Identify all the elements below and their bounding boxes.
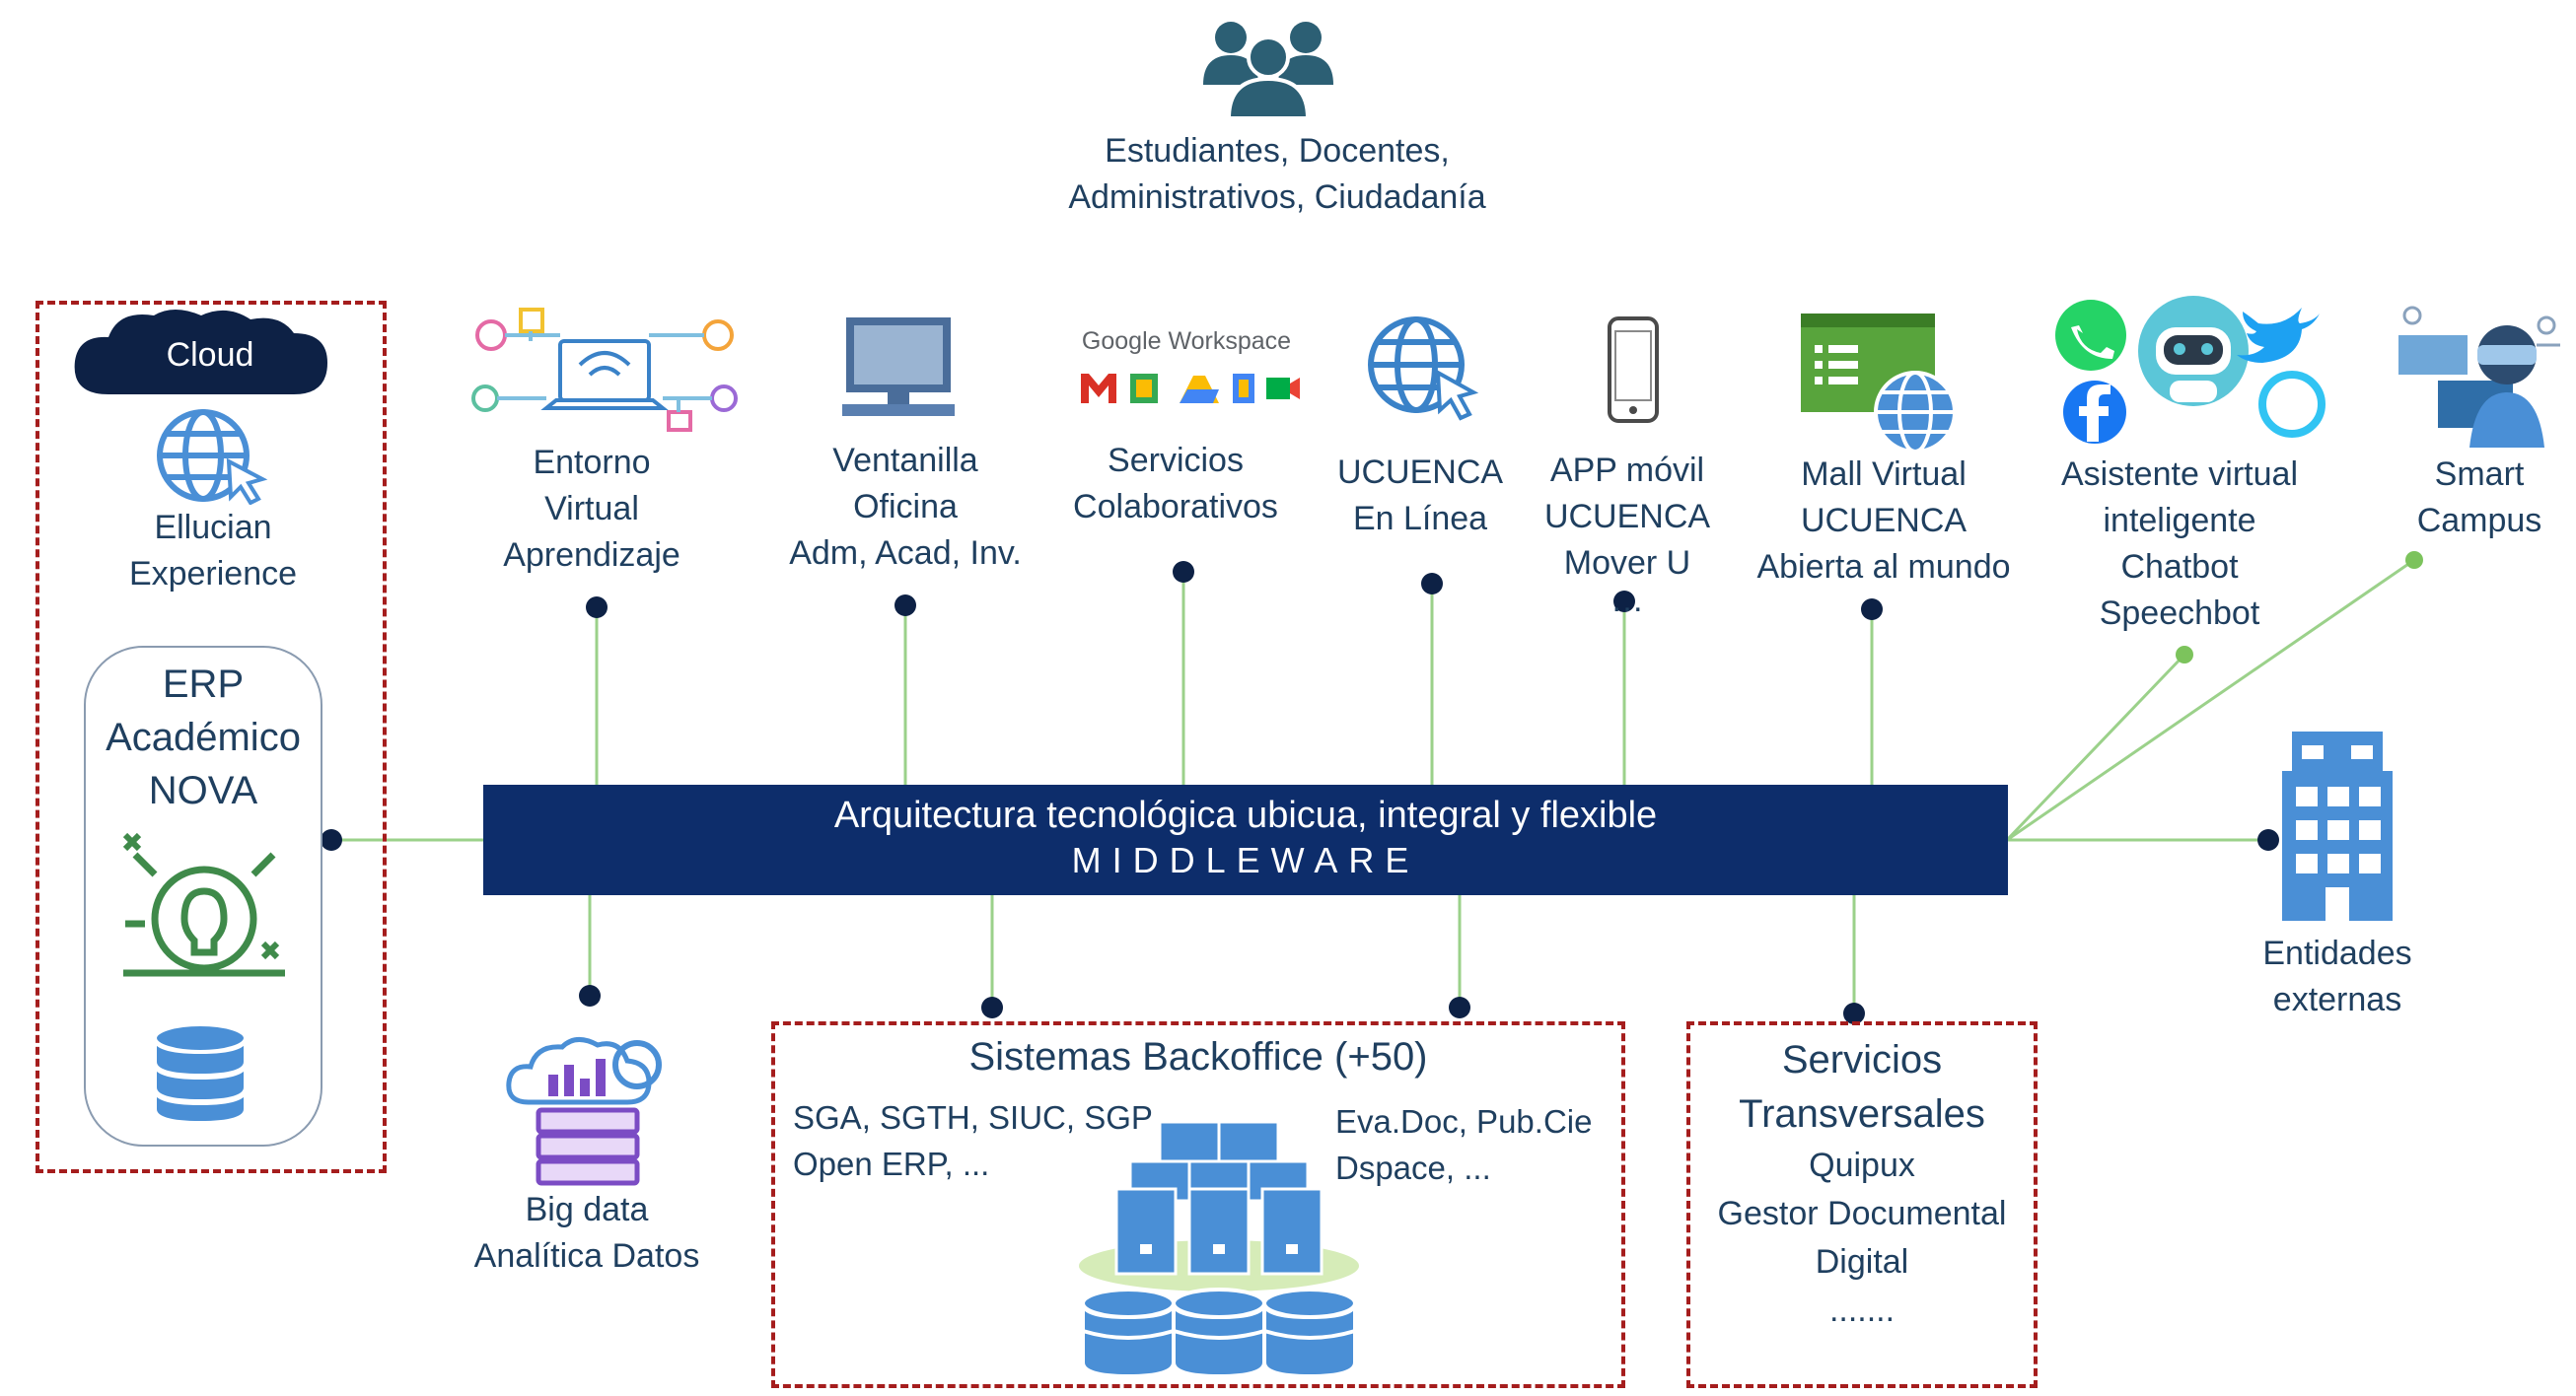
browser-globe-icon: [1801, 314, 1957, 452]
desktop-computer-icon: [842, 317, 955, 416]
network-laptop-icon: [471, 308, 738, 432]
smartphone-icon: [1608, 316, 1659, 423]
servers-databases-icon: [1079, 1120, 1359, 1378]
workspace-apps-icons: [1081, 374, 1300, 403]
cloud-erp-box: [36, 301, 387, 1173]
app-movil-ellipsis: …: [1610, 582, 1644, 619]
database-icon: [153, 1022, 248, 1125]
google-workspace-logo: Google Workspace: [1081, 327, 1292, 355]
whatsapp-icon: [2055, 300, 2126, 371]
transversales-text: Servicios Transversales Quipux Gestor Do…: [1717, 1038, 2007, 1329]
google-workspace-icon: Google Workspace: [1069, 327, 1304, 426]
lightbulb-gear-icon: [122, 832, 285, 977]
globe-cursor-icon: [1368, 316, 1479, 421]
backoffice-box: Sistemas Backoffice (+50) SGA, SGTH, SIU…: [771, 1021, 1625, 1388]
middleware-subtitle: MIDDLEWARE: [1071, 840, 1420, 880]
office-building-icon: [2282, 732, 2393, 921]
users-label: Estudiantes, Docentes,Administrativos, C…: [1068, 132, 1486, 216]
bigdata-cloud-server-icon: [506, 1037, 662, 1186]
backoffice-title: Sistemas Backoffice (+50): [968, 1035, 1428, 1079]
alexa-icon: [2258, 371, 2326, 438]
transversales-box: Servicios Transversales Quipux Gestor Do…: [1686, 1021, 2038, 1388]
chatbot-social-icons: [2055, 296, 2326, 444]
middleware-bar: Arquitectura tecnológica ubicua, integra…: [483, 785, 2008, 895]
middleware-title: Arquitectura tecnológica ubicua, integra…: [833, 795, 1658, 836]
twitter-icon: [2237, 308, 2320, 363]
cloud-icon: [74, 310, 327, 394]
users-group-icon: [1203, 22, 1333, 120]
cloud-badge: Cloud: [69, 306, 351, 408]
smart-campus-icon: [2398, 306, 2560, 448]
globe-cursor-icon: [157, 409, 268, 505]
